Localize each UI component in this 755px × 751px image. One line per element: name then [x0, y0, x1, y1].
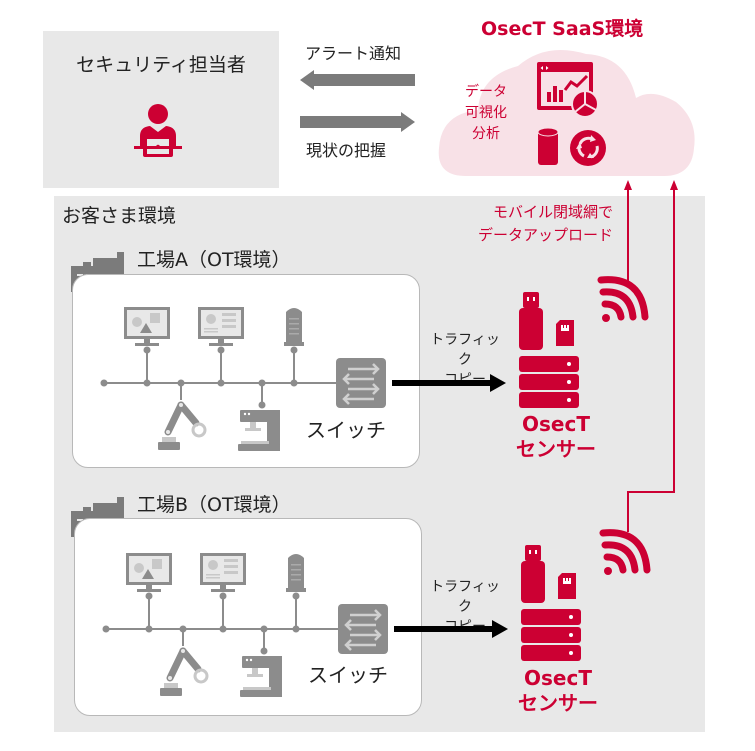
wireless-signal-icon	[599, 529, 651, 575]
saas-description: データ 可視化 分析	[456, 82, 516, 145]
machine-tool-icon	[240, 656, 282, 697]
robot-arm-icon	[160, 647, 209, 696]
sync-cycle-icon	[570, 130, 606, 166]
saas-cloud	[438, 50, 695, 176]
traffic-arrow	[394, 620, 508, 638]
sim-card-icon	[556, 320, 574, 346]
robot-arm-icon	[158, 401, 207, 450]
bus-nodes	[100, 346, 298, 409]
switch-label: スイッチ	[306, 418, 386, 442]
factory-a-label: 工場A（OT環境）	[137, 249, 291, 271]
traffic-line: トラフィック	[430, 332, 500, 368]
server-tower-icon	[284, 308, 304, 346]
upload-note-line: データアップロード	[477, 226, 613, 244]
saas-desc-line: データ	[465, 84, 507, 100]
switch-label: スイッチ	[308, 663, 388, 687]
sensor-label: OsecT センサー	[499, 666, 617, 716]
sensor-server-icon	[521, 609, 581, 661]
database-icon	[537, 127, 559, 165]
network-switch-icon	[336, 358, 386, 408]
traffic-line: トラフィック	[430, 579, 500, 615]
mobile-upload-note: モバイル閉域網で データアップロード	[463, 201, 613, 247]
sensor-line: センサー	[516, 437, 596, 461]
monitor-shapes-icon	[126, 553, 172, 592]
saas-desc-line: 分析	[472, 126, 500, 142]
saas-desc-line: 可視化	[465, 105, 507, 121]
uplink-a-arrowhead	[624, 180, 632, 190]
uplink-b-arrowhead	[670, 180, 678, 190]
traffic-arrow	[392, 374, 506, 392]
sensor-line: センサー	[518, 691, 598, 715]
uplink-b	[627, 188, 675, 532]
usb-stick-icon	[519, 292, 543, 350]
upload-note-line: モバイル閉域網で	[492, 203, 613, 221]
saas-title: OsecT SaaS環境	[481, 18, 644, 40]
factory-b-label: 工場B（OT環境）	[137, 494, 291, 516]
bus-nodes	[102, 592, 300, 655]
usb-stick-icon	[521, 545, 545, 603]
sensor-line: OsecT	[522, 412, 590, 436]
alert-notification-label: アラート通知	[305, 44, 402, 63]
sensor-label: OsecT センサー	[497, 412, 615, 462]
monitor-shapes-icon	[124, 307, 170, 346]
person-laptop-icon	[134, 104, 182, 157]
machine-tool-icon	[238, 410, 280, 451]
sensor-server-icon	[519, 356, 579, 408]
server-tower-icon	[286, 554, 306, 592]
dashboard-chart-icon	[537, 62, 599, 118]
status-grasp-label: 現状の把握	[306, 141, 387, 160]
security-officer-label: セキュリティ担当者	[76, 54, 246, 76]
alert-arrow-left	[300, 70, 415, 90]
monitor-dashboard-icon	[198, 307, 244, 346]
monitor-dashboard-icon	[200, 553, 246, 592]
sim-card-icon	[558, 573, 576, 599]
wireless-signal-icon	[597, 276, 649, 322]
status-arrow-right	[300, 112, 415, 132]
customer-environment-label: お客さま環境	[62, 205, 177, 227]
sensor-line: OsecT	[524, 666, 592, 690]
network-switch-icon	[338, 604, 388, 654]
